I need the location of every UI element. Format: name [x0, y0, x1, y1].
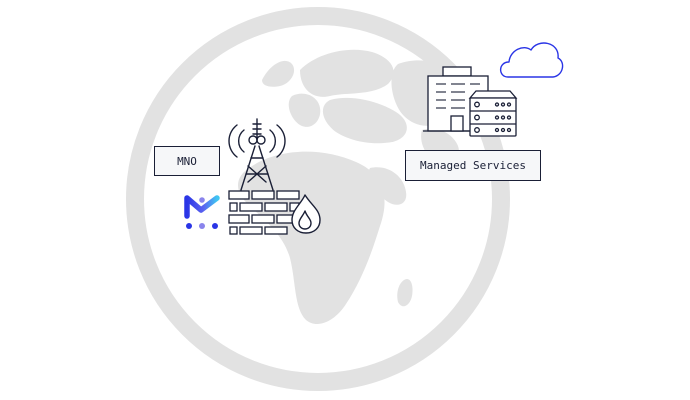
managed-services-label: Managed Services — [405, 150, 541, 181]
cell-tower-icon — [228, 118, 286, 191]
brand-logo — [184, 195, 220, 229]
firewall-icon — [228, 190, 300, 235]
flame-icon — [291, 194, 321, 234]
mno-label: MNO — [154, 146, 220, 176]
cloud-icon — [499, 42, 564, 78]
server-rack-icon — [468, 90, 518, 137]
